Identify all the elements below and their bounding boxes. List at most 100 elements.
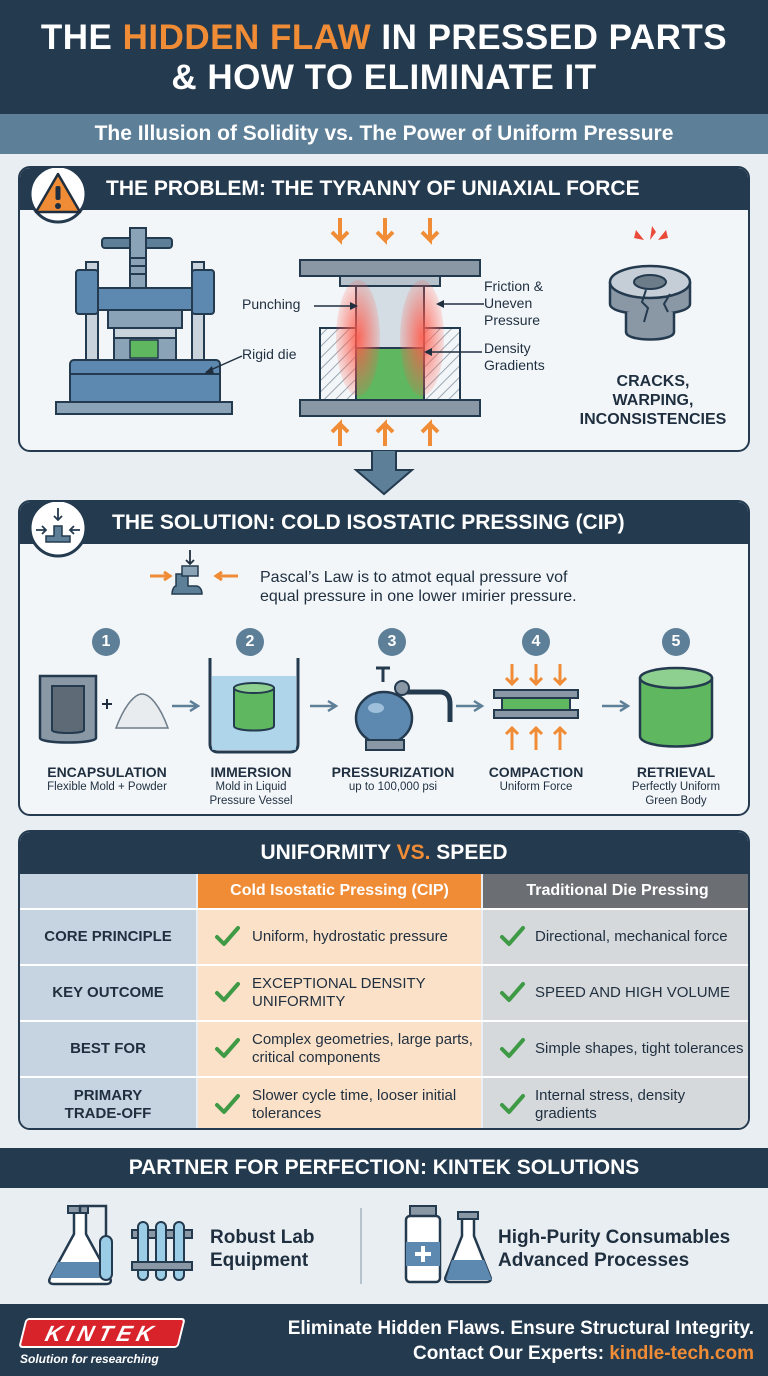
cell-text: Simple shapes, tight tolerances [535,1040,744,1057]
pascal-law-text: Pascal’s Law is to atmot equal pressure … [260,568,577,606]
check-icon [215,982,240,1002]
kintek-logo: KINTEK [18,1318,186,1348]
punching-label: Punching [242,296,301,312]
footer: KINTEK Solution for researching Eliminat… [0,1304,768,1376]
check-icon [500,926,525,946]
density-label-line: Density [484,340,531,356]
table-row: PRIMARY TRADE-OFF Slower cycle time, loo… [20,1076,748,1128]
law-line: Pascal’s Law is to atmot equal pressure … [260,569,568,586]
pointer-arrow [314,302,358,310]
partner-item-line: Advanced Processes [498,1250,690,1271]
pointer-arrow [204,355,243,374]
website-link[interactable]: kindle-tech.com [609,1343,754,1364]
comparison-title: UNIFORMITY VS. SPEED [20,832,748,874]
traditional-cell: Internal stress, density gradients [483,1078,748,1128]
table-header-row: Cold Isostatic Pressing (CIP) Traditiona… [20,874,748,908]
process-arrow-icon [456,699,485,713]
comparison-title-part: SPEED [430,841,508,864]
solution-title: THE SOLUTION: COLD ISOSTATIC PRESSING (C… [112,511,625,534]
solution-panel: THE SOLUTION: COLD ISOSTATIC PRESSING (C… [18,500,750,816]
process-arrow-icon [172,699,201,713]
problem-result: CRACKS, WARPING, INCONSISTENCIES [568,372,738,429]
process-arrow-icon [310,699,339,713]
check-icon [500,1094,525,1114]
problem-title: THE PROBLEM: THE TYRANNY OF UNIAXIAL FOR… [106,177,640,200]
lab-equipment-icon [47,1204,193,1286]
footer-contact: Contact Our Experts: kindle-tech.com [226,1341,754,1366]
pump-icon [354,666,453,751]
check-icon [500,982,525,1002]
cell-text: Complex geometries, large parts, critica… [252,1031,473,1066]
density-label: Density Gradients [484,340,545,374]
friction-label-line: Pressure [484,312,541,328]
comparison-panel: UNIFORMITY VS. SPEED Cold Isostatic Pres… [18,830,750,1130]
partner-item-consumables: High-Purity Consumables Advanced Process… [498,1226,730,1272]
step-number-4: 4 [522,628,550,656]
step-1: ENCAPSULATION Flexible Mold + Powder [32,764,182,794]
table-row: KEY OUTCOME EXCEPTIONAL DENSITY UNIFORMI… [20,964,748,1020]
step-title: PRESSURIZATION [331,764,455,780]
subtitle: The Illusion of Solidity vs. The Power o… [0,114,768,154]
check-icon [215,1038,240,1058]
title-accent: HIDDEN FLAW [122,18,372,57]
row-label: PRIMARY TRADE-OFF [20,1078,196,1128]
pascal-law-icon [150,550,238,595]
step-desc: Pressure Vessel [209,795,293,807]
isostatic-icon [28,502,88,558]
step-4: COMPACTION Uniform Force [461,764,611,794]
cell-text: Slower cycle time, looser initial tolera… [252,1087,457,1122]
row-label: CORE PRINCIPLE [20,910,196,964]
partner-item-line: High-Purity Consumables [498,1227,731,1248]
check-icon [215,926,240,946]
die-cross-section [299,218,481,446]
cracked-part-icon [608,226,692,341]
step-title: RETRIEVAL [636,764,716,780]
cip-cell: Complex geometries, large parts, critica… [198,1022,481,1076]
footer-line: Eliminate Hidden Flaws. Ensure Structura… [287,1318,754,1339]
step-title: ENCAPSULATION [47,764,167,780]
step-desc: Flexible Mold + Powder [47,781,167,793]
problem-panel: THE PROBLEM: THE TYRANNY OF UNIAXIAL FOR… [18,166,750,452]
step-title: COMPACTION [488,764,584,780]
rigid-die-label: Rigid die [242,346,297,362]
consumables-icon [404,1205,492,1284]
solution-title-bar: THE SOLUTION: COLD ISOSTATIC PRESSING (C… [20,502,748,544]
density-label-line: Gradients [484,357,545,373]
step-number-5: 5 [662,628,690,656]
step-desc: up to 100,000 psi [348,781,438,793]
cell-text: Uniform, hydrostatic pressure [252,928,448,945]
title-part: THE [40,18,123,57]
process-arrow-icon [602,699,631,713]
cell-text: SPEED AND HIGH VOLUME [535,984,731,1001]
step-number-1: 1 [92,628,120,656]
cell-text: Directional, mechanical force [535,928,728,945]
step-3: PRESSURIZATION up to 100,000 psi [318,764,468,794]
footer-cta: Eliminate Hidden Flaws. Ensure Structura… [226,1316,754,1366]
down-arrow-icon [353,450,415,496]
step-2: IMMERSION Mold in Liquid Pressure Vessel [176,764,326,808]
step-5: RETRIEVAL Perfectly Uniform Green Body [601,764,748,808]
contact-text: Contact Our Experts: [412,1343,610,1364]
friction-label-line: Friction & [484,278,544,294]
pressure-vessel-icon [208,658,300,754]
friction-label-line: Uneven [484,295,533,311]
step-number-2: 2 [236,628,264,656]
table-row: CORE PRINCIPLE Uniform, hydrostatic pres… [20,908,748,964]
result-line: CRACKS, [616,373,690,390]
step-title: IMMERSION [210,764,292,780]
step-desc: Uniform Force [499,781,573,793]
logo-text: KINTEK [42,1321,161,1346]
traditional-cell: Simple shapes, tight tolerances [483,1022,748,1076]
step-desc: Perfectly Uniform [631,781,721,793]
flexible-mold-icon [38,674,170,744]
green-body-icon [638,666,714,748]
check-icon [215,1094,240,1114]
warning-icon [28,168,88,224]
compaction-icon [493,664,579,750]
title-line-2: & HOW TO ELIMINATE IT [171,58,597,97]
comparison-title-part: UNIFORMITY [260,841,397,864]
partner-item-line: Robust Lab [210,1227,315,1248]
pointer-arrow [436,300,484,308]
pointer-arrow [424,348,482,356]
column-header-traditional: Traditional Die Pressing [483,874,748,908]
